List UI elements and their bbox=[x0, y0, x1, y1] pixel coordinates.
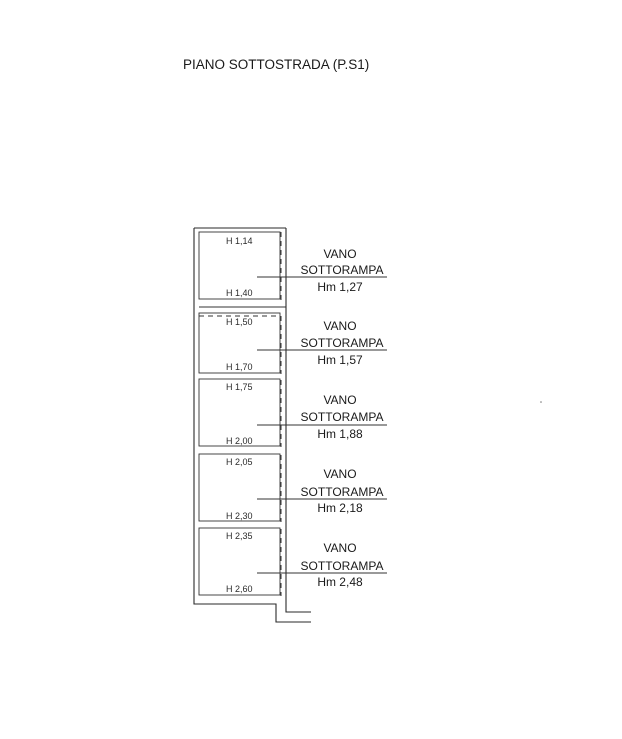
room-2-name-line2: SOTTORAMPA bbox=[301, 336, 384, 350]
room-2: H 1,50 H 1,70 VANO SOTTORAMPA Hm 1,57 bbox=[226, 317, 383, 372]
room-3-height-bottom: H 2,00 bbox=[226, 436, 253, 446]
room-1-name-line2: SOTTORAMPA bbox=[301, 263, 384, 277]
room-1-height-top: H 1,14 bbox=[226, 236, 253, 246]
room-1-name-line1: VANO bbox=[323, 247, 356, 261]
plan-title: PIANO SOTTOSTRADA (P.S1) bbox=[183, 57, 369, 72]
room-5-name-line2: SOTTORAMPA bbox=[301, 559, 384, 573]
room-4-height-bottom: H 2,30 bbox=[226, 511, 253, 521]
stray-dot bbox=[540, 401, 542, 403]
room-2-height-top: H 1,50 bbox=[226, 317, 253, 327]
room-compartments bbox=[198, 231, 286, 596]
room-5: H 2,35 H 2,60 VANO SOTTORAMPA Hm 2,48 bbox=[226, 531, 383, 594]
leader-lines bbox=[257, 276, 387, 574]
room-1-hm: Hm 1,27 bbox=[317, 280, 363, 294]
room-1-height-bottom: H 1,40 bbox=[226, 288, 253, 298]
room-2-height-bottom: H 1,70 bbox=[226, 362, 253, 372]
room-4-name-line1: VANO bbox=[323, 467, 356, 481]
room-5-height-top: H 2,35 bbox=[226, 531, 253, 541]
room-3-hm: Hm 1,88 bbox=[317, 427, 363, 441]
room-4-name-line2: SOTTORAMPA bbox=[301, 485, 384, 499]
room-2-name-line1: VANO bbox=[323, 319, 356, 333]
room-3-name-line1: VANO bbox=[323, 393, 356, 407]
room-4: H 2,05 H 2,30 VANO SOTTORAMPA Hm 2,18 bbox=[226, 457, 383, 521]
outer-walls bbox=[193, 227, 311, 623]
room-2-hm: Hm 1,57 bbox=[317, 353, 363, 367]
room-1: H 1,14 H 1,40 VANO SOTTORAMPA Hm 1,27 bbox=[226, 236, 383, 298]
room-4-hm: Hm 2,18 bbox=[317, 501, 363, 515]
room-3-height-top: H 1,75 bbox=[226, 382, 253, 392]
room-3-name-line2: SOTTORAMPA bbox=[301, 410, 384, 424]
room-4-height-top: H 2,05 bbox=[226, 457, 253, 467]
room-5-height-bottom: H 2,60 bbox=[226, 584, 253, 594]
room-5-hm: Hm 2,48 bbox=[317, 575, 363, 589]
room-3: H 1,75 H 2,00 VANO SOTTORAMPA Hm 1,88 bbox=[226, 382, 383, 446]
room-5-name-line1: VANO bbox=[323, 541, 356, 555]
